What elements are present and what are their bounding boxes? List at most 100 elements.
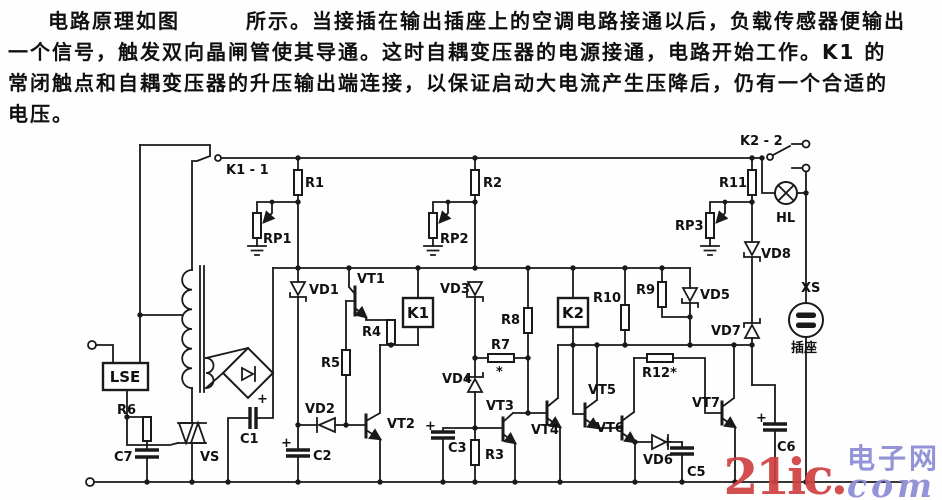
label-vd7: VD7 <box>711 324 741 339</box>
bridge-rectifier <box>221 267 275 400</box>
resistor-r5: R5 <box>321 300 351 426</box>
resistor-r6: R6 <box>117 403 152 451</box>
polarity-plus: + <box>281 436 292 451</box>
resistor-r3: R3 <box>470 427 504 483</box>
junction-dots <box>124 155 809 485</box>
label-vs: VS <box>200 450 219 465</box>
watermark-suffix: com <box>846 466 937 500</box>
label-r4: R4 <box>362 325 381 340</box>
label-r6: R6 <box>117 403 136 418</box>
transistor-vt1: VT1 <box>345 267 392 321</box>
resistor-r11: R11 <box>719 157 757 203</box>
label-c6: C6 <box>777 440 796 455</box>
label-vt1: VT1 <box>357 272 385 287</box>
capacitor-c5: + C5 <box>662 435 706 483</box>
resistor-r4: R4 <box>362 319 396 346</box>
label-vt6: VT6 <box>596 421 624 436</box>
diode-vd1: VD1 <box>289 267 339 426</box>
label-c7: C7 <box>114 450 133 465</box>
capacitor-c2: + C2 <box>281 424 332 483</box>
description-line: 一个信号，触发双向晶闸管使其导通。这时自耦变压器的电源接通，电路开始工作。K1 … <box>8 40 887 64</box>
resistor-r7: R7 * <box>474 338 529 380</box>
resistor-r9: R9 <box>636 267 691 318</box>
label-rp1: RP1 <box>263 232 292 247</box>
wiring-buses <box>93 157 904 483</box>
resistor-r2: R2 <box>470 157 502 269</box>
diode-vd7: VD7 <box>711 318 761 386</box>
diode-vd6: VD6 <box>634 433 683 468</box>
label-r7-star: * <box>496 365 503 380</box>
resistor-r12: R12* <box>633 353 723 414</box>
label-vd1: VD1 <box>309 283 339 298</box>
resistor-r8: R8 <box>501 267 533 414</box>
label-k1: K1 <box>407 304 429 322</box>
diode-vd3: VD3 <box>440 281 484 359</box>
label-vd8: VD8 <box>761 247 791 262</box>
transistor-vt3: VT3 <box>474 399 548 483</box>
label-r1: R1 <box>305 176 324 191</box>
label-vd3: VD3 <box>440 282 470 297</box>
relay-k2: K2 <box>556 267 590 346</box>
potentiometer-rp3: RP3 <box>675 201 753 256</box>
label-xs: XS <box>801 281 820 296</box>
label-vt5: VT5 <box>588 383 616 398</box>
description-line: 常闭触点和自耦变压器的升压输出端连接，以保证启动大电流产生压降后，仍有一个合适的 <box>8 71 888 95</box>
resistor-r10: R10 <box>593 267 630 346</box>
relay-k1: K1 <box>401 267 435 346</box>
watermark-site-name: 电子网 <box>846 442 940 475</box>
label-hl: HL <box>776 211 795 226</box>
circuit-description: 电路原理如图 所示。当接插在输出插座上的空调电路接通以后，负载传感器便输出 一个… <box>8 6 936 130</box>
lamp-hl: HL <box>761 157 807 226</box>
transistor-vt2: VT2 <box>364 344 415 483</box>
resistor-r1: R1 <box>293 157 324 269</box>
potentiometer-rp1: RP1 <box>247 201 299 256</box>
transistor-vt7: VT7 <box>692 344 738 483</box>
triac-vs: VS <box>177 420 219 483</box>
label-r11: R11 <box>719 176 747 191</box>
label-vd5: VD5 <box>700 288 730 303</box>
label-vd4: VD4 <box>442 372 472 387</box>
label-c1: C1 <box>240 432 259 447</box>
switch-k1-1: K1 - 1 <box>139 144 269 271</box>
capacitor-c7: C7 <box>114 448 159 483</box>
label-c3: C3 <box>448 441 467 456</box>
diode-vd8: VD8 <box>743 201 791 324</box>
transistor-vt4: VT4 <box>531 344 563 483</box>
polarity-plus: + <box>425 419 436 434</box>
diode-vd4: VD4 <box>442 357 484 429</box>
transformer <box>139 265 250 424</box>
label-rp3: RP3 <box>675 219 704 234</box>
watermark: 21ic. 电子网 com <box>724 445 940 500</box>
potentiometer-rp2: RP2 <box>423 201 476 256</box>
label-c5: C5 <box>687 465 706 480</box>
label-r7: R7 <box>491 338 510 353</box>
label-vt4: VT4 <box>531 423 559 438</box>
description-line: 电压。 <box>8 102 74 126</box>
label-c2: C2 <box>313 449 332 464</box>
watermark-brand: 21ic. <box>723 447 848 500</box>
label-socket: 插座 <box>791 340 817 356</box>
label-k2: K2 <box>562 304 584 322</box>
diode-vd2: VD2 <box>297 402 367 434</box>
polarity-plus: + <box>257 392 268 407</box>
label-k2-2: K2 - 2 <box>740 134 783 149</box>
label-r5: R5 <box>321 356 340 371</box>
transistor-vt6: VT6 <box>596 357 638 483</box>
load-sensor-lse: LSE <box>101 144 180 446</box>
label-vt2: VT2 <box>387 417 415 432</box>
circuit-diagram: LSE R6 C7 K1 - 1 <box>85 134 904 487</box>
label-vd6: VD6 <box>643 453 673 468</box>
label-vt7: VT7 <box>692 396 720 411</box>
capacitor-c3: + C3 <box>425 419 476 483</box>
polarity-plus: + <box>756 411 767 426</box>
label-vd2: VD2 <box>305 402 335 417</box>
label-r12: R12* <box>642 366 677 381</box>
polarity-plus: + <box>662 435 673 450</box>
input-terminals <box>85 340 114 487</box>
label-lse: LSE <box>110 368 141 386</box>
label-r3: R3 <box>485 448 504 463</box>
label-r9: R9 <box>636 283 655 298</box>
label-rp2: RP2 <box>440 232 469 247</box>
description-line: 电路原理如图 所示。当接插在输出插座上的空调电路接通以后，负载传感器便输出 <box>48 9 906 33</box>
